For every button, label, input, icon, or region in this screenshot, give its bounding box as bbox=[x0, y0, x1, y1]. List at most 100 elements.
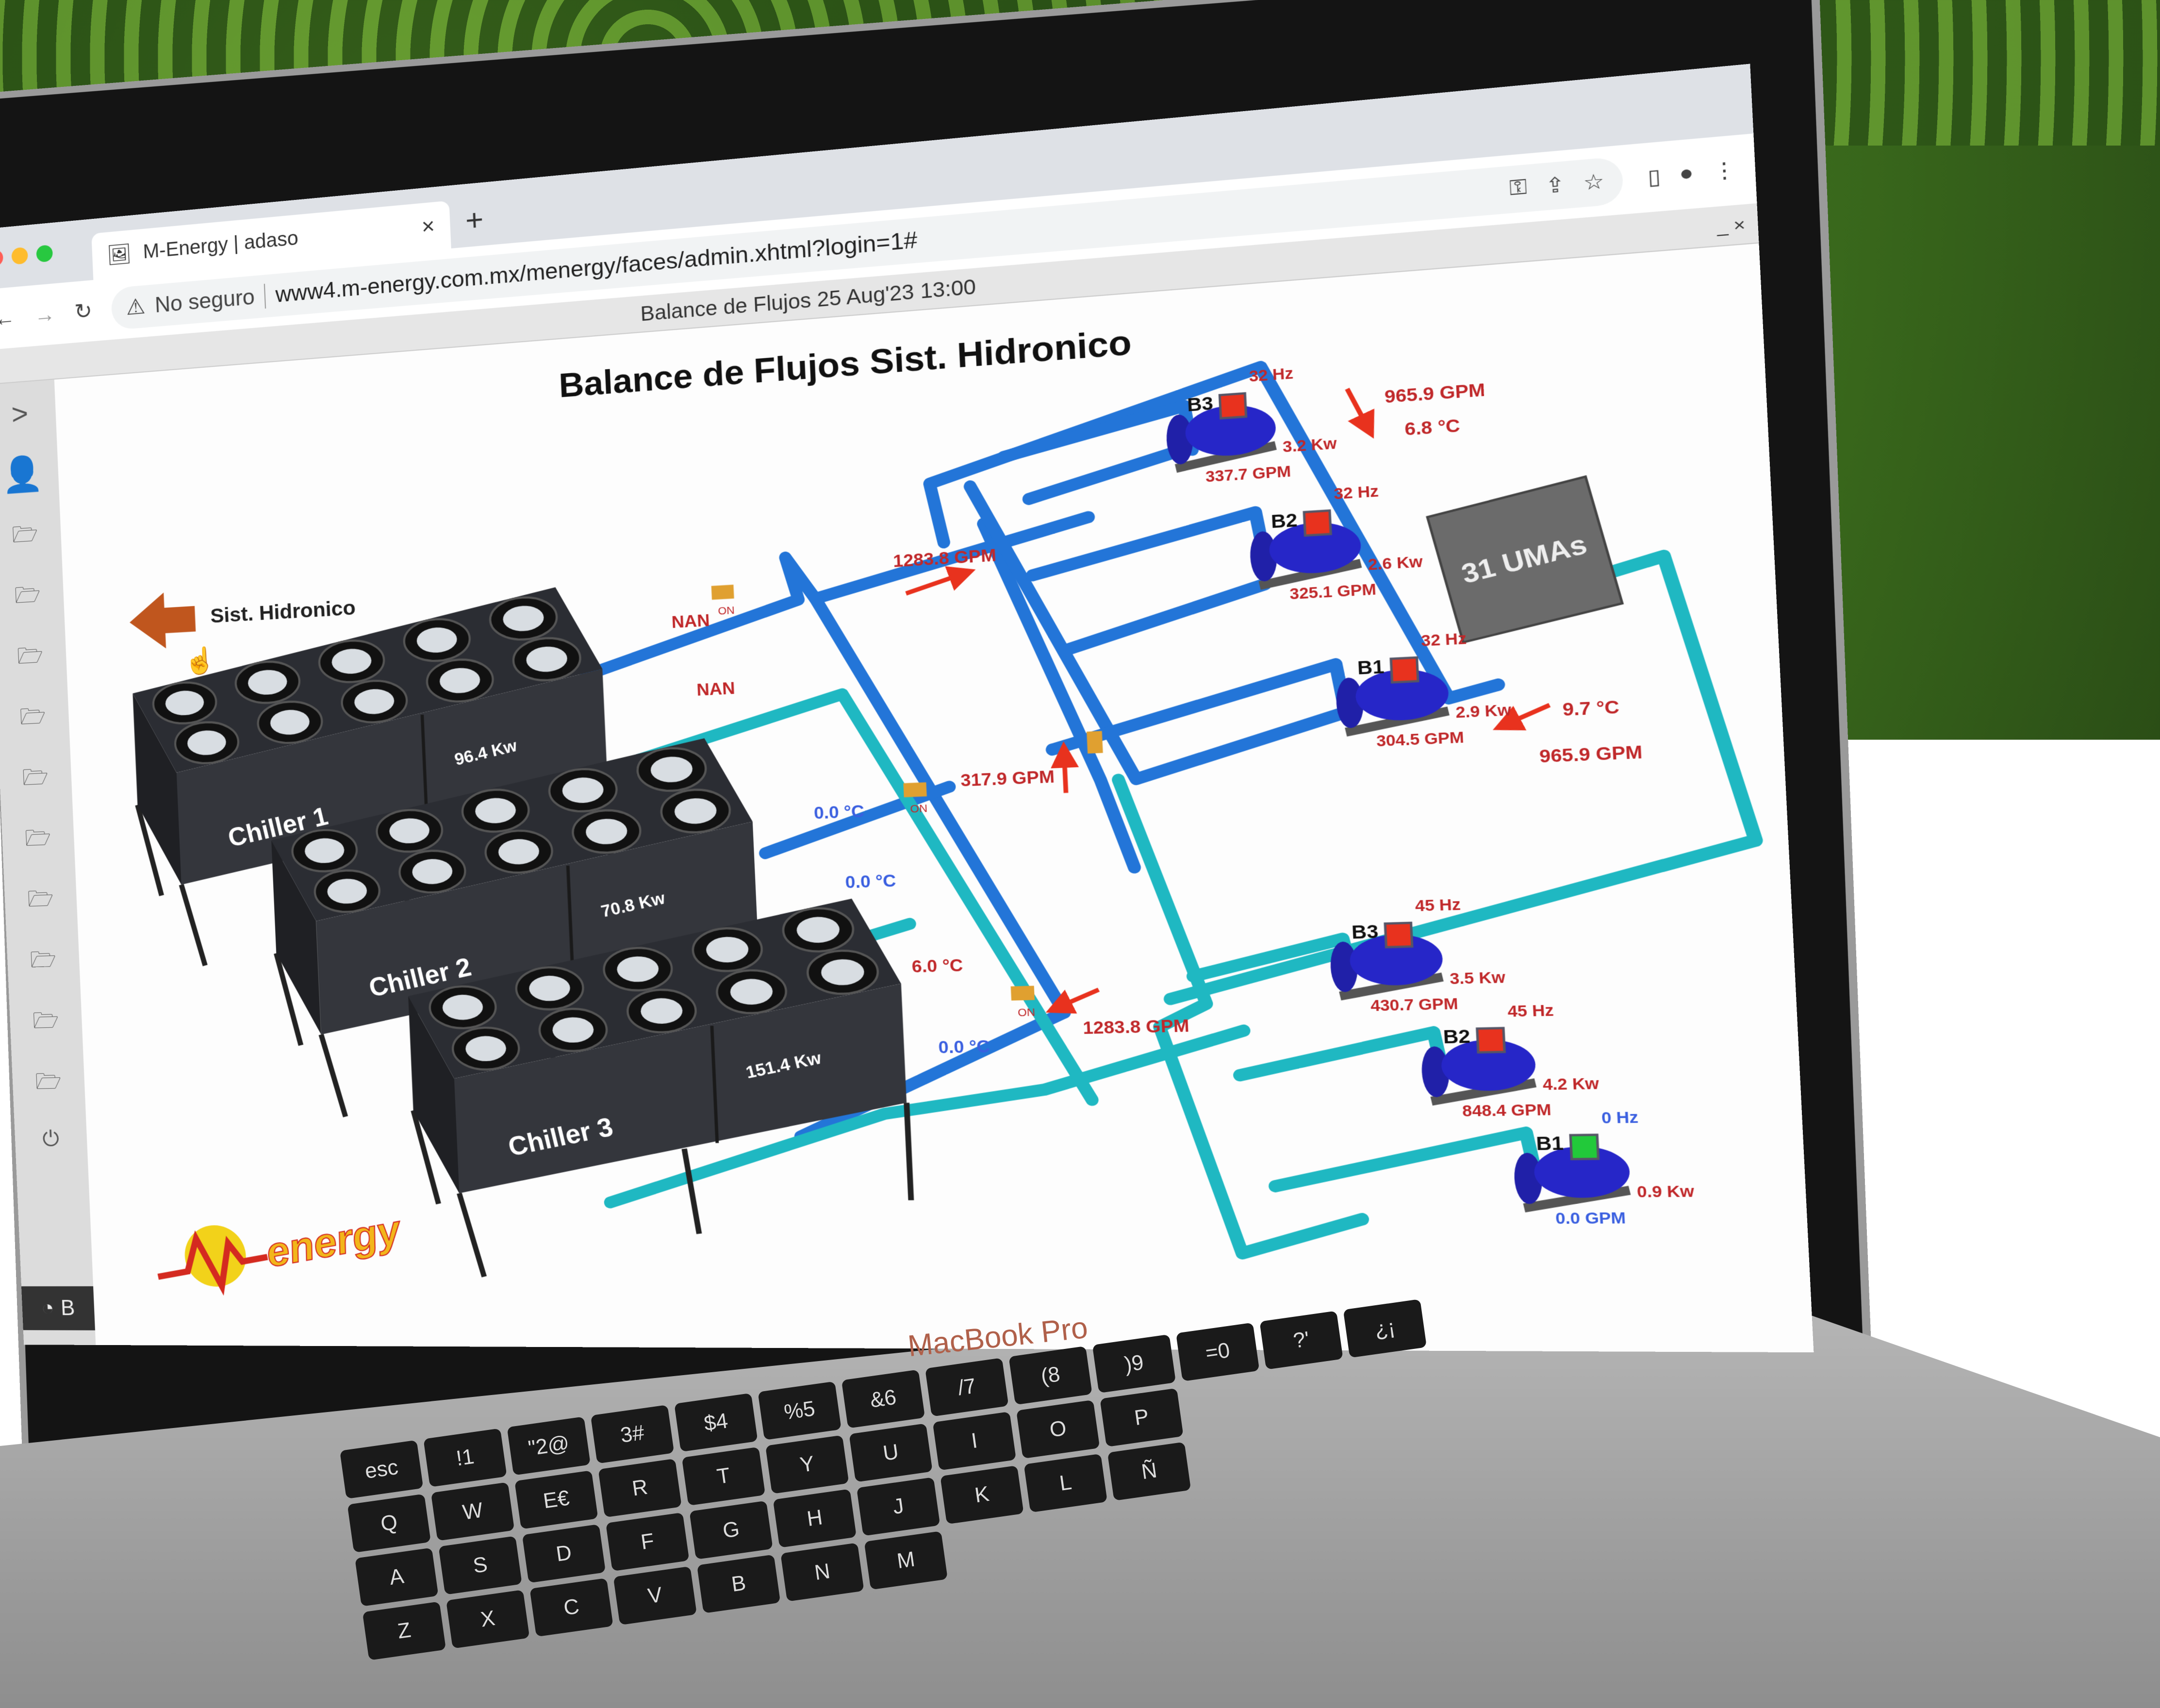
sidebar-folder-icon[interactable]: 🗁 bbox=[27, 883, 54, 920]
new-tab-button[interactable]: + bbox=[464, 201, 484, 238]
keyboard-key[interactable]: H bbox=[773, 1489, 857, 1547]
reload-icon[interactable]: ↻ bbox=[74, 298, 93, 325]
valve-icon[interactable] bbox=[903, 782, 926, 797]
sidebar-folder-icon[interactable]: 🗁 bbox=[35, 1066, 63, 1102]
pump-power: 2.9 Kw bbox=[1455, 702, 1512, 722]
power-icon[interactable]: ⏻ bbox=[42, 1127, 60, 1151]
keyboard-key[interactable]: V bbox=[613, 1566, 697, 1625]
keyboard-key[interactable]: N bbox=[780, 1543, 864, 1601]
back-arrow-icon[interactable] bbox=[129, 591, 197, 650]
keyboard-key[interactable]: Ñ bbox=[1107, 1442, 1191, 1501]
fan-icon bbox=[807, 950, 878, 995]
pump-name: B2 bbox=[1270, 510, 1298, 532]
keyboard-key[interactable]: L bbox=[1024, 1454, 1107, 1512]
keyboard-key[interactable]: O bbox=[1016, 1400, 1100, 1459]
keyboard-key[interactable]: S bbox=[438, 1536, 522, 1594]
fan-icon bbox=[539, 1008, 608, 1052]
chiller-leg bbox=[321, 1034, 346, 1117]
close-window-button[interactable] bbox=[0, 249, 3, 267]
sidebar-folder-icon[interactable]: 🗁 bbox=[30, 944, 57, 981]
pump[interactable]: B245 Hz4.2 Kw848.4 GPM bbox=[1418, 1001, 1601, 1121]
keyboard-key[interactable]: P bbox=[1100, 1388, 1183, 1447]
back-icon[interactable]: ← bbox=[0, 305, 16, 331]
keyboard-key[interactable]: R bbox=[598, 1459, 682, 1517]
expand-sidebar-button[interactable]: > bbox=[11, 396, 29, 431]
keyboard-key[interactable]: %5 bbox=[758, 1381, 841, 1440]
sidebar-folder-icon[interactable]: 🗁 bbox=[19, 700, 47, 738]
back-label[interactable]: Sist. Hidronico bbox=[210, 596, 356, 627]
keyboard-key[interactable]: J bbox=[857, 1477, 940, 1536]
maximize-window-button[interactable] bbox=[36, 245, 53, 263]
keyboard-key[interactable]: Y bbox=[765, 1435, 849, 1494]
keyboard-key[interactable]: (8 bbox=[1008, 1346, 1092, 1405]
security-label: No seguro bbox=[154, 284, 255, 317]
keyboard-key[interactable]: &6 bbox=[841, 1369, 925, 1428]
keyboard-key[interactable]: F bbox=[606, 1512, 689, 1571]
pump-flow: 325.1 GPM bbox=[1289, 581, 1377, 604]
valve-icon[interactable] bbox=[1011, 986, 1035, 1001]
pump[interactable]: B232 Hz2.6 Kw325.1 GPM bbox=[1247, 480, 1425, 606]
keyboard-key[interactable]: !1 bbox=[423, 1429, 507, 1487]
panel-minimize-button[interactable]: _ bbox=[1716, 216, 1729, 237]
close-tab-icon[interactable]: × bbox=[421, 214, 435, 240]
keyboard-key[interactable]: T bbox=[682, 1447, 765, 1506]
keyboard-key[interactable]: =0 bbox=[1176, 1323, 1259, 1381]
pump-frequency: 32 Hz bbox=[1420, 630, 1467, 650]
keyboard-key[interactable]: M bbox=[864, 1531, 948, 1590]
uma-supply-flow: 965.9 GPM bbox=[1384, 379, 1485, 407]
arrow-icon bbox=[1057, 990, 1099, 1007]
keyboard-key[interactable]: ?' bbox=[1259, 1311, 1343, 1369]
pump-status-indicator bbox=[1391, 657, 1418, 682]
keyboard-key[interactable]: E€ bbox=[514, 1470, 598, 1529]
pump-frequency: 45 Hz bbox=[1415, 896, 1461, 915]
sidebar-folder-icon[interactable]: 🗁 bbox=[32, 1004, 60, 1042]
pump-power: 3.2 Kw bbox=[1282, 435, 1337, 456]
keyboard-key[interactable]: ¿¡ bbox=[1343, 1299, 1427, 1358]
keyboard-key[interactable]: I bbox=[933, 1412, 1016, 1470]
fan-icon bbox=[782, 907, 854, 953]
sidebar-folder-icon[interactable]: 🗁 bbox=[22, 761, 49, 799]
keyboard-key[interactable]: G bbox=[689, 1501, 773, 1560]
minimize-window-button[interactable] bbox=[11, 247, 28, 265]
keyboard-key[interactable]: Z bbox=[363, 1601, 446, 1660]
keyboard-key[interactable]: Q bbox=[347, 1494, 431, 1553]
back-button[interactable]: Sist. Hidronico bbox=[129, 581, 357, 650]
sidebar-folder-icon[interactable]: 🗁 bbox=[14, 578, 42, 616]
valve-icon[interactable] bbox=[711, 585, 734, 600]
profile-icon[interactable]: ● bbox=[1679, 161, 1694, 187]
keyboard-key[interactable]: K bbox=[940, 1465, 1023, 1524]
sidebar-bottom-item[interactable]: ◔B bbox=[21, 1286, 95, 1330]
keyboard-key[interactable]: D bbox=[522, 1524, 606, 1583]
keyboard-key[interactable]: X bbox=[446, 1590, 529, 1648]
keyboard-key[interactable]: esc bbox=[340, 1440, 423, 1499]
sidebar-folder-icon[interactable]: 🗁 bbox=[16, 640, 44, 677]
pump-frequency: 32 Hz bbox=[1334, 482, 1379, 503]
keyboard-key[interactable]: "2@ bbox=[507, 1416, 591, 1475]
keyboard-key[interactable]: $4 bbox=[674, 1393, 758, 1452]
keyboard-key[interactable]: /7 bbox=[925, 1358, 1008, 1416]
keyboard-key[interactable]: W bbox=[431, 1482, 514, 1541]
chiller4-temp: 0.0 °C bbox=[938, 1036, 990, 1057]
sidebar-folder-icon[interactable]: 🗁 bbox=[24, 822, 52, 859]
sidebar-folder-icon[interactable]: 🗁 bbox=[11, 518, 39, 556]
share-icon[interactable]: ⇪ bbox=[1545, 172, 1566, 198]
chiller1-temp: 0.0 °C bbox=[813, 802, 865, 823]
sidepanel-icon[interactable]: ▯ bbox=[1647, 164, 1661, 190]
uma-block[interactable]: 31 UMAs bbox=[1427, 476, 1622, 642]
bookmark-star-icon[interactable]: ☆ bbox=[1583, 169, 1605, 196]
forward-icon[interactable]: → bbox=[33, 302, 55, 328]
pump[interactable]: B10 Hz0.9 Kw0.0 GPM bbox=[1511, 1108, 1696, 1228]
keyboard-key[interactable]: A bbox=[355, 1548, 438, 1607]
keyboard-key[interactable]: B bbox=[697, 1555, 780, 1613]
keyboard-key[interactable]: C bbox=[529, 1578, 613, 1637]
menu-icon[interactable]: ⋮ bbox=[1712, 158, 1737, 185]
pump-power: 3.5 Kw bbox=[1450, 969, 1506, 987]
keyboard-key[interactable]: )9 bbox=[1092, 1334, 1176, 1393]
pump-b3-discharge bbox=[1027, 450, 1182, 499]
key-icon[interactable]: ⚿ bbox=[1509, 176, 1528, 202]
keyboard-key[interactable]: 3# bbox=[591, 1405, 674, 1463]
keyboard-key[interactable]: U bbox=[849, 1423, 932, 1482]
valve-icon[interactable] bbox=[1087, 731, 1103, 754]
panel-close-button[interactable]: × bbox=[1733, 214, 1746, 235]
user-icon[interactable]: 👤 bbox=[1, 453, 44, 496]
